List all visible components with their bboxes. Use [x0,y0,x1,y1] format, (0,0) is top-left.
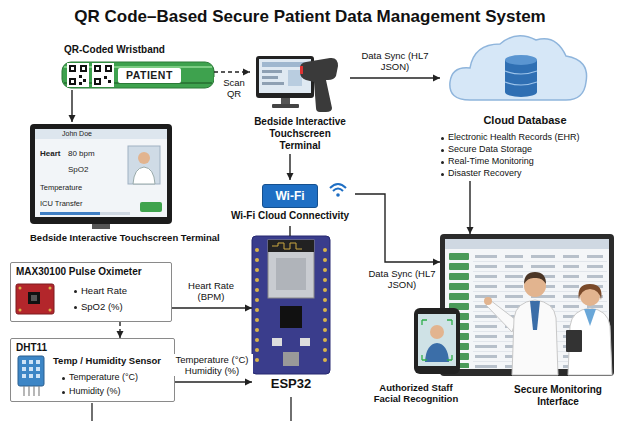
node-text: Electronic Health Records (EHR) [440,132,580,143]
text-slot: Heart Rate [73,285,127,296]
edge-label: Data Sync (HL7 JSON) [364,268,440,291]
text-slot: Temperature (°C) [61,372,138,383]
node-text: Heart Rate [73,285,127,296]
connector [467,181,474,234]
text-slot: ESP32 [252,376,330,392]
arrow-head [243,69,250,76]
edge-label-slot: Scan QR [214,77,254,101]
node-text: SpO2 (%) [73,301,123,312]
arrow-head [467,227,474,234]
text-slot: MAX30100 Pulse Oximeter [16,266,168,278]
node-text: QR-Coded Wristband [64,44,214,56]
arrow-head [69,115,76,122]
wifi-node: Wi-FiWi-Fi Cloud Connectivity [225,180,355,226]
terminal-node: Bedside Interactive Touchscreen Terminal [250,52,350,154]
diagram-title: QR Code–Based Secure Patient Data Manage… [0,7,620,27]
text-slot: Secure Monitoring Interface [502,384,614,408]
arrow-head [433,75,440,82]
text-slot: Disaster Recovery [440,168,522,179]
arrow-head [433,259,440,266]
connector [172,305,252,312]
node-text: Temp / Humidity Sensor [53,355,171,366]
node-text: Wi-Fi Cloud Connectivity [225,210,355,222]
text-slot: DHT11 [16,342,47,354]
node-text: PATIENT [118,68,181,83]
edge-label: Data Sync (HL7 JSON) [352,50,438,73]
sensor-box: DHT11Temp / Humidity SensorTemperature (… [10,338,175,402]
node-text: Temperature (°C) [61,372,138,383]
connector [350,75,440,82]
node-text: MAX30100 Pulse Oximeter [16,266,168,278]
text-slot: PATIENT [118,68,181,83]
connector-line [350,77,440,78]
edge-label: Heart Rate (BPM) [172,280,250,303]
node-text: Authorized Staff Facial Recognition [366,382,466,405]
text-slot: Cloud Database [450,114,600,127]
wristband-node: QR-Coded WristbandPATIENT [62,44,214,90]
screen-text: 80 bpm [68,150,95,159]
text-slot: Electronic Health Records (EHR) [440,132,580,143]
edge-label-slot: Data Sync (HL7 JSON) [352,50,438,74]
text-slot: Bedside Interactive Touchscreen Terminal [250,116,350,152]
text-slot: SpO2 (%) [73,301,123,312]
node-text: ESP32 [252,376,330,392]
screen-text: John Doe [62,130,92,138]
screen-text: Temperature [40,184,82,192]
connector [175,379,252,386]
text-slot: Humidity (%) [61,386,121,397]
node-text: Real-Time Monitoring [440,156,534,167]
phone-node: Authorized Staff Facial Recognition [366,306,466,407]
node-text: Disaster Recovery [440,168,522,179]
edge-label: Temperature (°C) Humidity (%) [171,354,253,377]
connector [117,322,124,338]
text-slot: Wi-Fi [262,184,318,208]
node-text: DHT11 [16,342,47,354]
board-node: ESP32 [252,236,330,394]
edge-label-slot: Data Sync (HL7 JSON) [364,268,440,292]
monitor-node: Secure Monitoring Interface [440,234,614,412]
text-slot: QR-Coded Wristband [64,44,214,56]
arrow-head [117,331,124,338]
arrow-head [287,173,294,180]
edge-label: Scan QR [214,77,254,100]
connector-line [175,381,252,382]
screen-text: Heart [40,150,60,159]
screen-text: ICU Transfer [40,200,83,208]
text-slot: Secure Data Storage [440,144,532,155]
node-text: Bedside Interactive Touchscreen Terminal [30,232,223,243]
edge-label-slot: Heart Rate (BPM) [172,280,250,304]
connector-line [289,226,290,236]
sensor-box: MAX30100 Pulse OximeterHeart RateSpO2 (%… [10,262,172,322]
node-text: Cloud Database [450,114,600,127]
connector [214,69,250,76]
connector [355,194,440,266]
text-slot: Wi-Fi Cloud Connectivity [225,210,355,222]
screen-text: SpO2 [68,166,88,175]
connector-line [469,181,470,234]
node-text: Wi-Fi [262,184,318,208]
edge-label-slot: Temperature (°C) Humidity (%) [171,354,253,378]
connector [69,90,76,122]
connector-line [355,194,440,262]
node-text: Bedside Interactive Touchscreen Terminal [250,116,350,152]
text-slot: Authorized Staff Facial Recognition [366,382,466,405]
node-text: Secure Monitoring Interface [502,384,614,408]
connector-line [172,307,252,308]
title-text: QR Code–Based Secure Patient Data Manage… [74,7,545,26]
text-slot: Temp / Humidity Sensor [53,355,171,366]
text-slot: Real-Time Monitoring [440,156,534,167]
node-text: Humidity (%) [61,386,121,397]
text-slot: Bedside Interactive Touchscreen Terminal [30,232,223,243]
node-text: Secure Data Storage [440,144,532,155]
cloud-node: Cloud DatabaseElectronic Health Records … [440,24,612,181]
connector [287,154,294,180]
connector [290,226,291,236]
arrow-head [245,305,252,312]
arrow-head [245,379,252,386]
